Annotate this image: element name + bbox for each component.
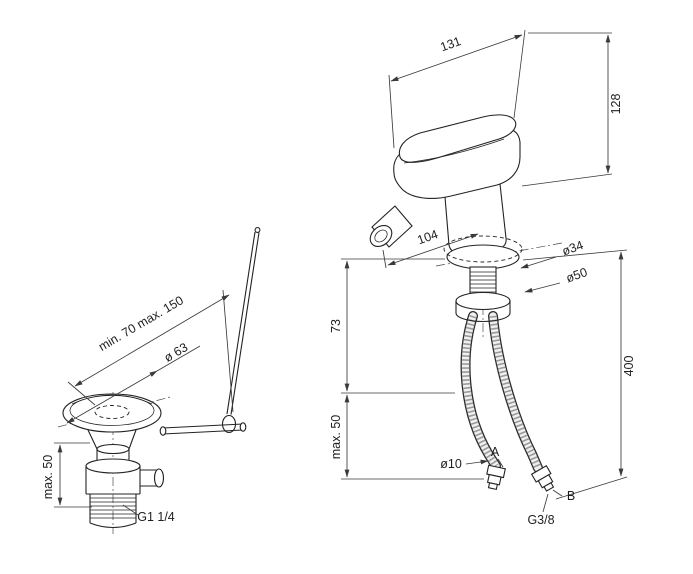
extension-line xyxy=(388,74,395,149)
leader-line xyxy=(542,493,549,513)
supply-hose-a xyxy=(460,311,501,471)
body-taper-line xyxy=(87,429,98,450)
leader-line xyxy=(524,282,561,293)
dim-base-diameter-label: ø50 xyxy=(564,265,589,285)
aerator-opening xyxy=(374,229,388,243)
pull-rod-edge xyxy=(230,232,260,415)
lift-rod-edge xyxy=(162,423,244,429)
dim-under-body-label: 73 xyxy=(329,319,343,333)
dim-shank-diameter-label: ø34 xyxy=(560,238,585,258)
dim-height: 128 xyxy=(521,32,623,187)
dim-hose-length-label: 400 xyxy=(622,356,636,377)
drain-threaded-tailpiece xyxy=(89,494,137,529)
dim-spout-reach: 104 xyxy=(382,227,479,269)
lift-rod-edge xyxy=(162,429,244,435)
leader-line xyxy=(497,458,504,468)
dim-flange-diameter-label: ø 63 xyxy=(162,340,191,365)
hose-fitting-a xyxy=(486,464,506,491)
dim-max-deck-label: max. 50 xyxy=(329,415,343,460)
lift-rod-end-cap xyxy=(159,426,167,436)
dim-max-depth-left-label: max. 50 xyxy=(41,455,55,500)
body-cup-top xyxy=(96,443,130,455)
lift-rod xyxy=(159,422,247,436)
lift-rod-end-cap xyxy=(239,422,247,432)
hose-label-b: B xyxy=(552,489,575,503)
leader-line xyxy=(122,504,139,516)
pull-rod-edge xyxy=(226,231,256,415)
dim-base-diameter: ø50 xyxy=(524,265,589,293)
faucet-assembly xyxy=(369,114,563,492)
dim-rod-travel-label: min. 70 max. 150 xyxy=(96,293,186,354)
dim-max-depth-left: max. 50 xyxy=(41,442,92,508)
dim-height-label: 128 xyxy=(609,94,623,115)
thread-bottom-arc xyxy=(89,522,137,529)
extension-line xyxy=(522,249,628,261)
overflow-port-cap xyxy=(153,468,165,488)
flange-outer-rim xyxy=(62,393,162,433)
fitting-tip xyxy=(543,481,555,492)
thread-hatching xyxy=(90,497,136,519)
dim-hose-diameter-label: ø10 xyxy=(440,457,462,471)
dim-hose-length: 400 xyxy=(522,249,636,500)
dim-spout-reach-label: 104 xyxy=(415,227,439,247)
dimension-line xyxy=(390,34,523,82)
dim-hose-diameter: ø10 xyxy=(440,457,489,471)
washer xyxy=(455,291,511,311)
lever-handle xyxy=(398,114,517,163)
base-ellipse xyxy=(446,244,520,270)
hose-fitting-b xyxy=(530,464,555,492)
leader-line xyxy=(465,459,489,465)
extension-line xyxy=(222,289,234,413)
hose-label-a: A xyxy=(491,445,504,468)
pull-rod-tip xyxy=(254,227,261,233)
dim-width-label: 131 xyxy=(438,34,462,54)
dimensions-right: 131 128 104 ø34 ø50 73 xyxy=(329,29,636,527)
drain-assembly xyxy=(57,227,261,534)
handle-seam xyxy=(403,138,505,164)
dimension-line xyxy=(387,233,479,266)
body-taper-line xyxy=(128,429,137,450)
hose-b-label: B xyxy=(567,489,575,503)
dim-drain-thread: G1 1/4 xyxy=(122,504,175,524)
leader-line xyxy=(520,256,557,269)
body-shoulder xyxy=(85,458,141,474)
dim-width: 131 xyxy=(388,29,526,149)
dim-max-deck: max. 50 xyxy=(329,394,484,480)
faucet-body-group xyxy=(369,114,521,255)
fitting-tip xyxy=(487,482,499,491)
dim-drain-thread-label: G1 1/4 xyxy=(137,510,175,524)
leader-tail xyxy=(156,345,201,372)
nut-bottom-arc xyxy=(455,312,511,323)
dimension-line xyxy=(66,370,158,424)
extension-line xyxy=(521,173,613,187)
supply-hose-b xyxy=(488,311,543,473)
dim-shank-diameter: ø34 xyxy=(520,238,585,269)
hose-a-label: A xyxy=(491,445,500,459)
pull-rod xyxy=(221,227,261,434)
hose-braiding xyxy=(489,315,542,470)
dim-hose-thread: G3/8 xyxy=(527,493,555,527)
dim-hose-thread-label: G3/8 xyxy=(527,513,554,527)
drain-body xyxy=(85,429,165,495)
aerator xyxy=(369,205,413,248)
drain-flange xyxy=(62,393,162,433)
extension-line xyxy=(555,476,628,500)
dim-rod-travel: min. 70 max. 150 xyxy=(67,289,234,413)
extension-line xyxy=(513,29,526,119)
mounting-nut xyxy=(455,291,511,323)
hose-braiding xyxy=(461,314,500,468)
dim-under-body: 73 xyxy=(329,258,455,394)
leader-line xyxy=(552,489,563,497)
shank-thread-hatching xyxy=(470,271,496,293)
aerator-face xyxy=(369,224,393,248)
